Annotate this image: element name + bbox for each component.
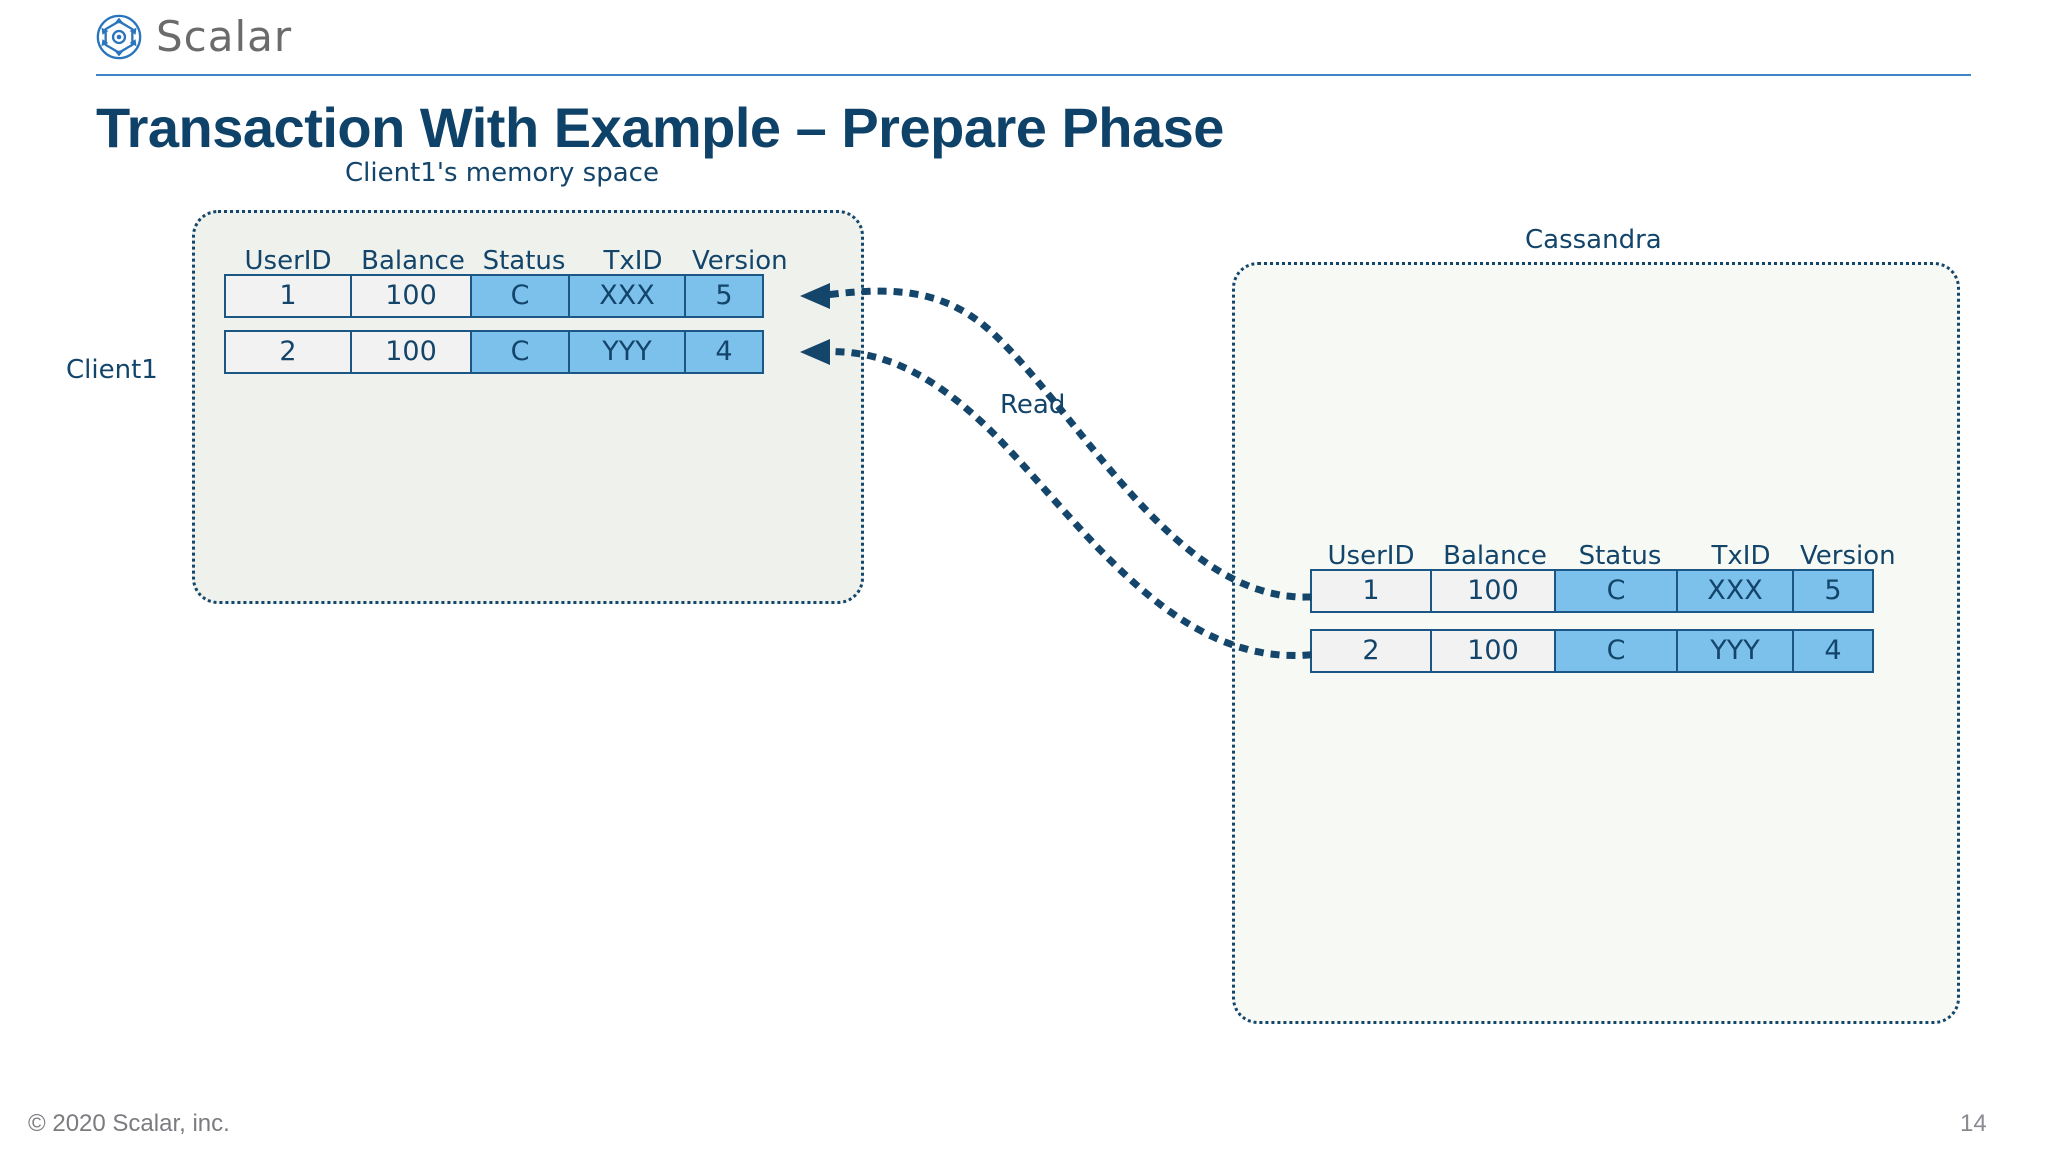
cell-userid: 2: [224, 330, 352, 374]
column-header-balance: Balance: [1443, 541, 1547, 571]
read-label: Read: [1000, 390, 1066, 420]
cell-balance: 100: [1430, 629, 1556, 673]
cell-userid: 1: [1310, 569, 1432, 613]
footer-copyright: © 2020 Scalar, inc.: [28, 1110, 230, 1137]
cell-txid: YYY: [568, 330, 686, 374]
cell-status: C: [1554, 569, 1678, 613]
table-header-row: UserID Balance Status TxID Version: [1310, 535, 1896, 571]
column-header-balance: Balance: [361, 246, 465, 276]
client-memory-space-label: Client1's memory space: [345, 158, 659, 188]
table-row: 1 100 C XXX 5: [1310, 569, 1882, 613]
cell-balance: 100: [350, 330, 472, 374]
brand-name: Scalar: [156, 12, 293, 61]
table-header-row: UserID Balance Status TxID Version: [224, 240, 788, 276]
table-row: 2 100 C YYY 4: [1310, 629, 1882, 673]
cell-version: 4: [684, 330, 764, 374]
cell-status: C: [470, 330, 570, 374]
table-row: 1 100 C XXX 5: [224, 274, 772, 318]
table-row: 2 100 C YYY 4: [224, 330, 772, 374]
cell-status: C: [470, 274, 570, 318]
column-header-version: Version: [692, 246, 788, 276]
cell-balance: 100: [1430, 569, 1556, 613]
cassandra-table: UserID Balance Status TxID Version 1 100…: [1310, 535, 1896, 673]
column-header-status: Status: [482, 246, 566, 276]
cell-userid: 2: [1310, 629, 1432, 673]
cell-txid: XXX: [1676, 569, 1794, 613]
scalar-hexagon-logo-icon: [96, 14, 142, 60]
brand-logo: Scalar: [96, 14, 292, 60]
cassandra-label: Cassandra: [1525, 225, 1662, 255]
column-header-userid: UserID: [244, 246, 332, 276]
cell-balance: 100: [350, 274, 472, 318]
client-memory-table: UserID Balance Status TxID Version 1 100…: [224, 240, 788, 374]
column-header-status: Status: [1578, 541, 1662, 571]
cell-userid: 1: [224, 274, 352, 318]
column-header-txid: TxID: [1711, 541, 1771, 571]
page-title: Transaction With Example – Prepare Phase: [96, 96, 1224, 159]
footer-page-number: 14: [1960, 1110, 1987, 1137]
cell-version: 5: [684, 274, 764, 318]
cell-txid: XXX: [568, 274, 686, 318]
cell-version: 5: [1792, 569, 1874, 613]
header-divider: [96, 74, 1971, 76]
cell-version: 4: [1792, 629, 1874, 673]
column-header-version: Version: [1800, 541, 1896, 571]
client-label: Client1: [66, 355, 158, 385]
cell-status: C: [1554, 629, 1678, 673]
column-header-userid: UserID: [1327, 541, 1415, 571]
cell-txid: YYY: [1676, 629, 1794, 673]
column-header-txid: TxID: [603, 246, 663, 276]
